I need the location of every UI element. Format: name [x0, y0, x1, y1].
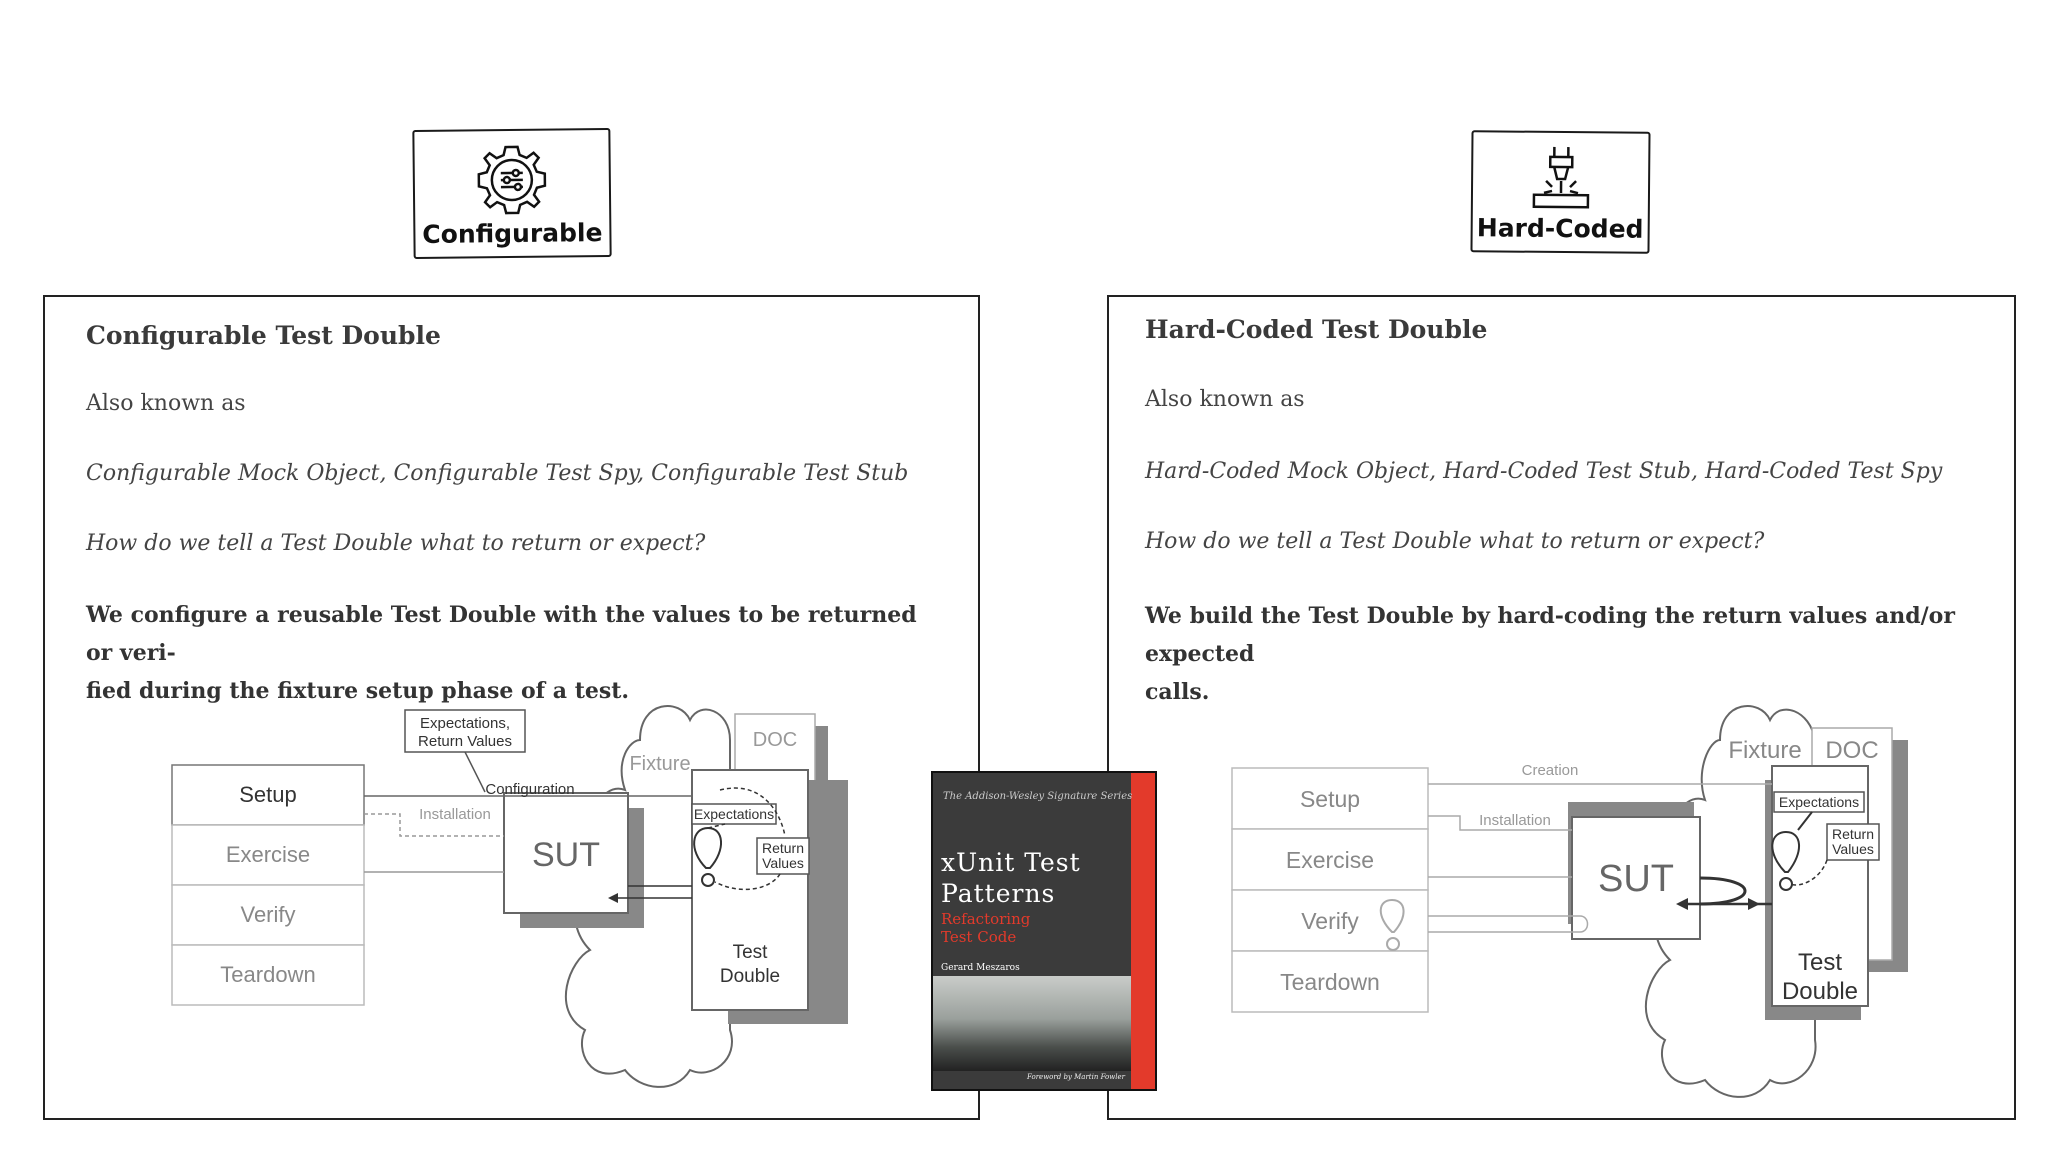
book-foreword: Foreword by Martin Fowler: [1027, 1073, 1125, 1081]
configurable-badge: Configurable: [412, 127, 612, 260]
book-title-line1: xUnit Test: [941, 848, 1081, 877]
phase-teardown: Teardown: [220, 962, 315, 987]
hard-coded-test-double-diagram: DOC Fixture Expectations Return Values T…: [1231, 705, 1908, 1098]
creation-label: Creation: [1522, 762, 1579, 779]
right-question: How do we tell a Test Double what to ret…: [1145, 529, 1765, 554]
expectations-return-values-note: [404, 709, 526, 753]
sut-label: SUT: [1598, 858, 1674, 900]
phase-setup: Setup: [239, 782, 297, 807]
phase-verify: Verify: [1301, 908, 1359, 934]
book-series: The Addison-Wesley Signature Series: [943, 791, 1133, 802]
phase-exercise: Exercise: [226, 842, 310, 867]
fixture-label: Fixture: [1728, 737, 1801, 764]
fixture-label: Fixture: [629, 753, 690, 775]
left-question: How do we tell a Test Double what to ret…: [86, 531, 706, 556]
return-values-box: [1826, 823, 1880, 861]
left-answer-line1: We configure a reusable Test Double with…: [86, 602, 917, 666]
expectations-box: [691, 803, 777, 825]
return-values-box: [756, 837, 810, 875]
sut-box: [1571, 816, 1701, 940]
test-double-label-1: Test: [733, 942, 769, 963]
expectations-label: Expectations: [1779, 794, 1859, 810]
right-answer-line2: calls.: [1145, 679, 1210, 705]
test-phases: Setup Exercise Verify Teardown: [171, 764, 365, 1006]
doc-label: DOC: [753, 729, 797, 751]
left-panel-title: Configurable Test Double: [86, 321, 441, 350]
book-bridge-photo: [933, 976, 1131, 1071]
left-answer: We configure a reusable Test Double with…: [86, 596, 948, 710]
book-red-stripe: [1131, 773, 1155, 1089]
expectations-box: [1773, 791, 1865, 813]
hard-coded-badge-label: Hard-Coded: [1476, 213, 1644, 244]
test-double-label-2: Double: [720, 966, 780, 987]
light-bulb-icon: [1771, 830, 1800, 873]
left-answer-line2: fied during the fixture setup phase of a…: [86, 678, 630, 704]
test-phases: Setup Exercise Verify Teardown: [1231, 767, 1429, 1013]
configuration-label: Configuration: [485, 781, 574, 798]
xunit-test-patterns-book-cover: The Addison-Wesley Signature Series xUni…: [931, 771, 1157, 1091]
return-values-label-2: Values: [762, 855, 804, 871]
installation-label: Installation: [1479, 812, 1551, 829]
phase-verify: Verify: [240, 902, 295, 927]
doc-label: DOC: [1825, 737, 1878, 764]
note-line1: Expectations,: [420, 715, 510, 732]
test-double-label-2: Double: [1782, 978, 1858, 1005]
installation-label: Installation: [419, 806, 491, 823]
test-double-label-1: Test: [1798, 949, 1842, 976]
book-title-line2: Patterns: [941, 879, 1056, 908]
return-values-label-2: Values: [1832, 841, 1874, 857]
book-author: Gerard Meszaros: [941, 963, 1020, 973]
phase-exercise: Exercise: [1286, 847, 1374, 873]
sut-box: [503, 792, 629, 914]
phase-setup: Setup: [1300, 786, 1360, 812]
laser-cutter-icon: [1532, 146, 1589, 209]
sut-label: SUT: [532, 836, 600, 874]
return-values-label-1: Return: [1832, 826, 1874, 842]
expectations-label: Expectations: [694, 806, 774, 822]
phase-teardown: Teardown: [1280, 969, 1380, 995]
left-aka-names: Configurable Mock Object, Configurable T…: [86, 461, 909, 486]
gear-sliders-icon: [477, 145, 547, 215]
book-title: xUnit Test Patterns: [941, 847, 1081, 909]
right-panel-title: Hard-Coded Test Double: [1145, 315, 1488, 344]
hard-coded-badge: Hard-Coded: [1470, 130, 1651, 254]
configurable-badge-label: Configurable: [422, 218, 603, 249]
right-aka-label: Also known as: [1145, 387, 1305, 412]
book-subtitle-line1: Refactoring: [941, 910, 1031, 928]
right-answer: We build the Test Double by hard-coding …: [1145, 597, 1984, 711]
right-aka-names: Hard-Coded Mock Object, Hard-Coded Test …: [1145, 459, 1943, 484]
book-subtitle-line2: Test Code: [941, 928, 1017, 946]
note-line2: Return Values: [418, 733, 512, 750]
configurable-test-double-diagram: DOC Fixture Expectations Return Values T…: [171, 705, 848, 1088]
right-answer-line1: We build the Test Double by hard-coding …: [1145, 603, 1955, 667]
return-values-label-1: Return: [762, 840, 804, 856]
book-subtitle: Refactoring Test Code: [941, 910, 1030, 946]
left-aka-label: Also known as: [86, 391, 246, 416]
